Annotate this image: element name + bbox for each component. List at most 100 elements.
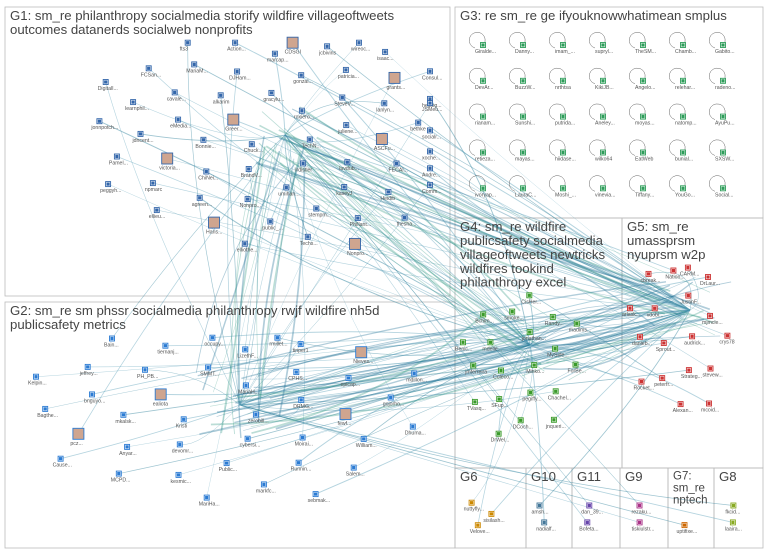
self-loop-edge [629, 67, 646, 85]
node-label: Irdistler [295, 167, 312, 173]
node-label: wilko64 [595, 157, 612, 163]
node-label: roxiero... [294, 115, 314, 121]
node-g4: TVasq... [467, 398, 486, 412]
node-dot [551, 315, 555, 319]
node-label: CARM... [680, 272, 700, 278]
self-loop-edge [709, 175, 726, 192]
node-dot [681, 186, 685, 190]
edge [35, 309, 691, 377]
node-dot [601, 186, 605, 190]
edge [241, 300, 674, 380]
node-dot [403, 216, 407, 220]
node-label: putrida... [555, 121, 575, 127]
self-loop-edge [549, 32, 566, 49]
node-g1: ellieu... [149, 207, 165, 220]
edge [309, 139, 691, 311]
node-avatar [339, 408, 352, 421]
edge [529, 295, 689, 346]
edge [316, 136, 661, 302]
node-g6: nuttyfly... [464, 499, 484, 513]
edge [361, 309, 691, 353]
node-g1: ChiNei... [198, 168, 218, 182]
node-g11: dan_39... [581, 502, 603, 516]
node-g9: rezaku... [632, 502, 651, 516]
node-dot [178, 442, 182, 446]
node-label: Anyar... [119, 451, 137, 457]
node-g3: radeno... [715, 77, 735, 91]
node-label: Danny... [515, 49, 534, 55]
node-g4: mdelle... [482, 339, 502, 352]
node-dot [601, 43, 605, 47]
node-label: PH_PB... [137, 374, 158, 380]
edge [239, 342, 464, 406]
node-label: rmillet... [269, 342, 287, 348]
self-loop-edge [589, 103, 606, 120]
group-title-g11: G11 [577, 469, 601, 484]
group-title-g10: G10 [531, 469, 556, 484]
node-label: ivoryap... [475, 192, 496, 198]
node-dot [299, 398, 303, 402]
node-label: tiskiulstr... [632, 526, 655, 532]
edge [429, 130, 691, 311]
node-dot [708, 314, 712, 318]
node-dot [470, 501, 474, 505]
edge [206, 134, 286, 498]
edge [306, 154, 649, 285]
node-g1: lanlyn... [376, 100, 394, 113]
edge [257, 146, 305, 422]
node-label: isaac... [377, 56, 393, 62]
edge [279, 137, 682, 318]
node-label: vinevia... [595, 192, 615, 198]
edge [239, 369, 689, 406]
node-g4: jnqueri... [545, 416, 566, 430]
node-label: natomp... [675, 121, 697, 127]
node-g1: FECAl... [389, 160, 408, 174]
node-g3: mayas... [515, 149, 535, 163]
node-dot [428, 128, 432, 132]
node-label: MariHa... [199, 502, 220, 508]
node-dot [294, 370, 298, 374]
edge [284, 134, 663, 379]
edge [236, 318, 565, 398]
node-label: Moshi_... [555, 192, 576, 198]
node-g10: nadialf... [536, 519, 556, 532]
node-label: lanlyn... [376, 107, 394, 113]
node-g5: JustinF... [680, 292, 701, 306]
edge [552, 309, 691, 329]
node-label: MySide... [547, 353, 569, 359]
edge [284, 134, 413, 427]
node-dot [147, 66, 151, 70]
edge [253, 336, 662, 388]
node-dot [346, 376, 351, 380]
edge [256, 142, 276, 397]
edge [179, 404, 241, 445]
node-g1: npmarc [145, 180, 163, 193]
node-g3: Tiffany... [635, 185, 654, 198]
node-label: ellieu... [149, 214, 165, 220]
edge [278, 129, 521, 312]
edge [284, 134, 405, 218]
node-g1: Greer... [225, 113, 243, 133]
node-dot [412, 371, 416, 375]
edge [299, 106, 671, 292]
node-label: peggyh... [100, 188, 121, 194]
node-dot [344, 123, 348, 127]
edge [174, 92, 691, 311]
node-dot [561, 115, 565, 119]
node-dot [115, 154, 119, 159]
node-dot [721, 186, 725, 190]
self-loop-edge [629, 103, 646, 120]
node-g1: cavale... [167, 89, 186, 102]
node-dot [521, 150, 525, 155]
node-label: TheSM... [635, 49, 656, 55]
node-g3: ivoryap... [475, 185, 496, 198]
node-g1: DigitalI... [98, 79, 118, 92]
group-title-g6: G6 [460, 469, 478, 484]
node-label: ForBe... [568, 369, 586, 375]
self-loop-edge [469, 32, 486, 49]
node-g2: LizethF... [237, 346, 258, 359]
node-g3: Danny... [515, 42, 534, 55]
edge [326, 46, 691, 311]
node-dot [411, 425, 415, 429]
